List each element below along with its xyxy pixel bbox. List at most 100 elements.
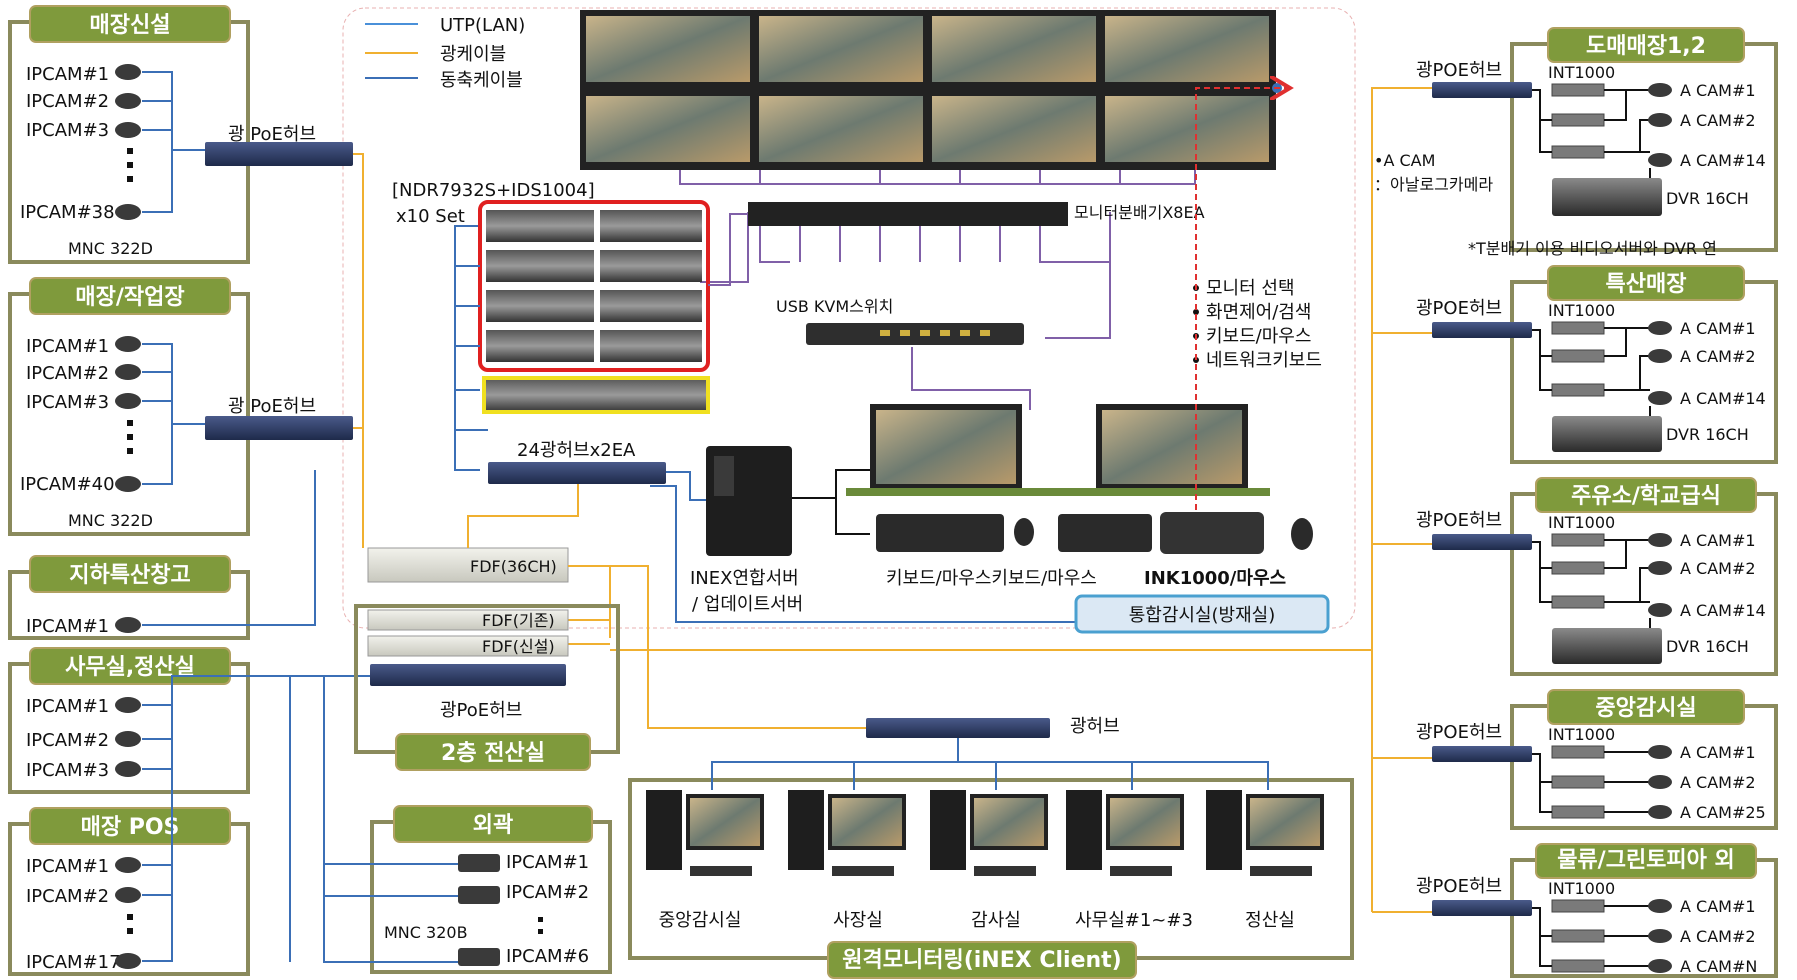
ink-label: INK1000/마우스	[1144, 568, 1286, 589]
bullet-item: 네트워크키보드	[1206, 350, 1322, 371]
remote-room-label: 사장실	[833, 910, 883, 931]
dvr-label: DVR 16CH	[1666, 425, 1749, 444]
cam-label: IPCAM#2	[26, 91, 109, 112]
acam-note: ：아날로그카메라	[1374, 175, 1493, 194]
fdf-new-icon	[367, 635, 569, 657]
cam-label: IPCAM#1	[26, 696, 109, 717]
console-links	[792, 469, 870, 535]
server-label: [NDR7932S+IDS1004]	[392, 180, 595, 201]
poe-hub-icon	[205, 416, 353, 440]
cam-label: IPCAM#1	[26, 856, 109, 877]
cam-model: MNC 322D	[68, 511, 153, 530]
cam-label: IPCAM#3	[26, 392, 109, 413]
left-group-3	[8, 555, 250, 640]
splitter-link	[708, 213, 748, 286]
acam-label: A CAM#N	[1680, 957, 1757, 976]
left-group-2	[8, 277, 250, 536]
acam-label: A CAM#1	[1680, 743, 1756, 762]
camera-links	[142, 71, 370, 962]
fdf36-label: FDF(36CH)	[470, 557, 557, 576]
dome-camera-icon	[115, 64, 141, 969]
acam-label: A CAM#2	[1680, 559, 1756, 578]
right-group-4	[1510, 689, 1778, 830]
hub24-icon	[488, 462, 666, 484]
inex-server-label: INEX연합서버	[690, 568, 799, 589]
remote-room-label: 정산실	[1245, 910, 1295, 931]
outdoor-model: MNC 320B	[384, 923, 468, 942]
acam-label: A CAM#1	[1680, 319, 1756, 338]
left-group-3-title: 지하특산창고	[69, 563, 190, 588]
left-group-5	[8, 807, 250, 976]
bullet-item: 화면제어/검색	[1206, 302, 1311, 323]
fdf36-icon	[367, 547, 569, 583]
outdoor-links	[289, 676, 458, 963]
right-group-1	[1510, 27, 1778, 252]
video-wall	[580, 10, 1276, 170]
server-room-title: 2층 전산실	[441, 741, 545, 766]
server-room-hub-icon	[370, 664, 566, 686]
right-group-title: 특산매장	[1606, 272, 1687, 297]
hub24-label: 24광허브x2EA	[517, 440, 636, 461]
acam-label: A CAM#14	[1680, 151, 1766, 170]
fiber-links	[353, 87, 1446, 913]
cam-label: IPCAM#1	[26, 64, 109, 85]
remote-room-label: 사무실#1~#3	[1075, 910, 1193, 931]
fdf-old-label: FDF(기존)	[482, 611, 555, 630]
acam-label: A CAM#1	[1680, 81, 1756, 100]
right-group-title: 주유소/학교급식	[1571, 484, 1721, 509]
server-rack-icon	[486, 210, 702, 362]
kvm-switch-icon	[806, 323, 1024, 345]
cam-model: MNC 322D	[68, 239, 153, 258]
int-label: INT1000	[1548, 513, 1615, 532]
operator-monitor-icon	[846, 404, 1270, 496]
right-group-5	[1510, 843, 1778, 978]
server-room-tag	[395, 733, 591, 771]
remote-room-label: 감사실	[971, 910, 1021, 931]
ellipsis-icon	[127, 148, 543, 934]
control-arrow	[1195, 88, 1290, 510]
cam-label: IPCAM#3	[26, 120, 109, 141]
acam-label: A CAM#2	[1680, 111, 1756, 130]
server-room-hub-label: 광PoE허브	[440, 700, 522, 721]
right-group-title: 물류/그린토피아 외	[1557, 848, 1735, 873]
monitor-splitter-icon	[748, 202, 1068, 226]
legend-utp: UTP(LAN)	[440, 15, 525, 36]
cam-label: IPCAM#3	[26, 760, 109, 781]
remote-hub-label: 광허브	[1070, 716, 1120, 737]
kvm-label: USB KVM스위치	[776, 297, 893, 316]
left-group-2-title: 매장/작업장	[75, 285, 184, 310]
right-hub-label: 광POE허브	[1416, 510, 1502, 531]
storage-unit	[482, 376, 710, 414]
dome-camera-icon	[1648, 83, 1672, 973]
cam-label: IPCAM#40	[20, 474, 115, 495]
cam-label: IPCAM#38	[20, 202, 115, 223]
workstation-icon	[646, 790, 1324, 876]
dvr-label: DVR 16CH	[1666, 189, 1749, 208]
inex-server-label: / 업데이트서버	[692, 594, 803, 615]
right-group-2	[1510, 265, 1778, 464]
server-tower-icon	[706, 446, 792, 556]
int-label: INT1000	[1548, 63, 1615, 82]
cam-label: IPCAM#2	[26, 730, 109, 751]
right-hub-label: 광POE허브	[1416, 722, 1502, 743]
kvm-ports	[880, 330, 990, 336]
right-hub-label: 광POE허브	[1416, 298, 1502, 319]
right-group-3	[1510, 477, 1778, 676]
int-label: INT1000	[1548, 725, 1615, 744]
remote-hub-icon	[866, 718, 1050, 738]
right-poe-hub-icon	[1432, 82, 1532, 916]
cam-label: IPCAM#2	[26, 363, 109, 384]
left-group-1	[8, 5, 250, 264]
right-hub-label: 광POE허브	[1416, 876, 1502, 897]
control-room-region	[342, 7, 1356, 629]
legend-fiber: 광케이블	[440, 44, 506, 65]
control-room-tag	[1074, 594, 1330, 634]
remote-tag	[827, 941, 1137, 979]
acam-label: A CAM#25	[1680, 803, 1766, 822]
acam-label: A CAM#14	[1680, 389, 1766, 408]
acam-label: A CAM#1	[1680, 531, 1756, 550]
cam-label: IPCAM#1	[26, 336, 109, 357]
right-group-title: 중앙감시실	[1595, 696, 1696, 721]
bullet-camera-icon	[458, 854, 500, 966]
